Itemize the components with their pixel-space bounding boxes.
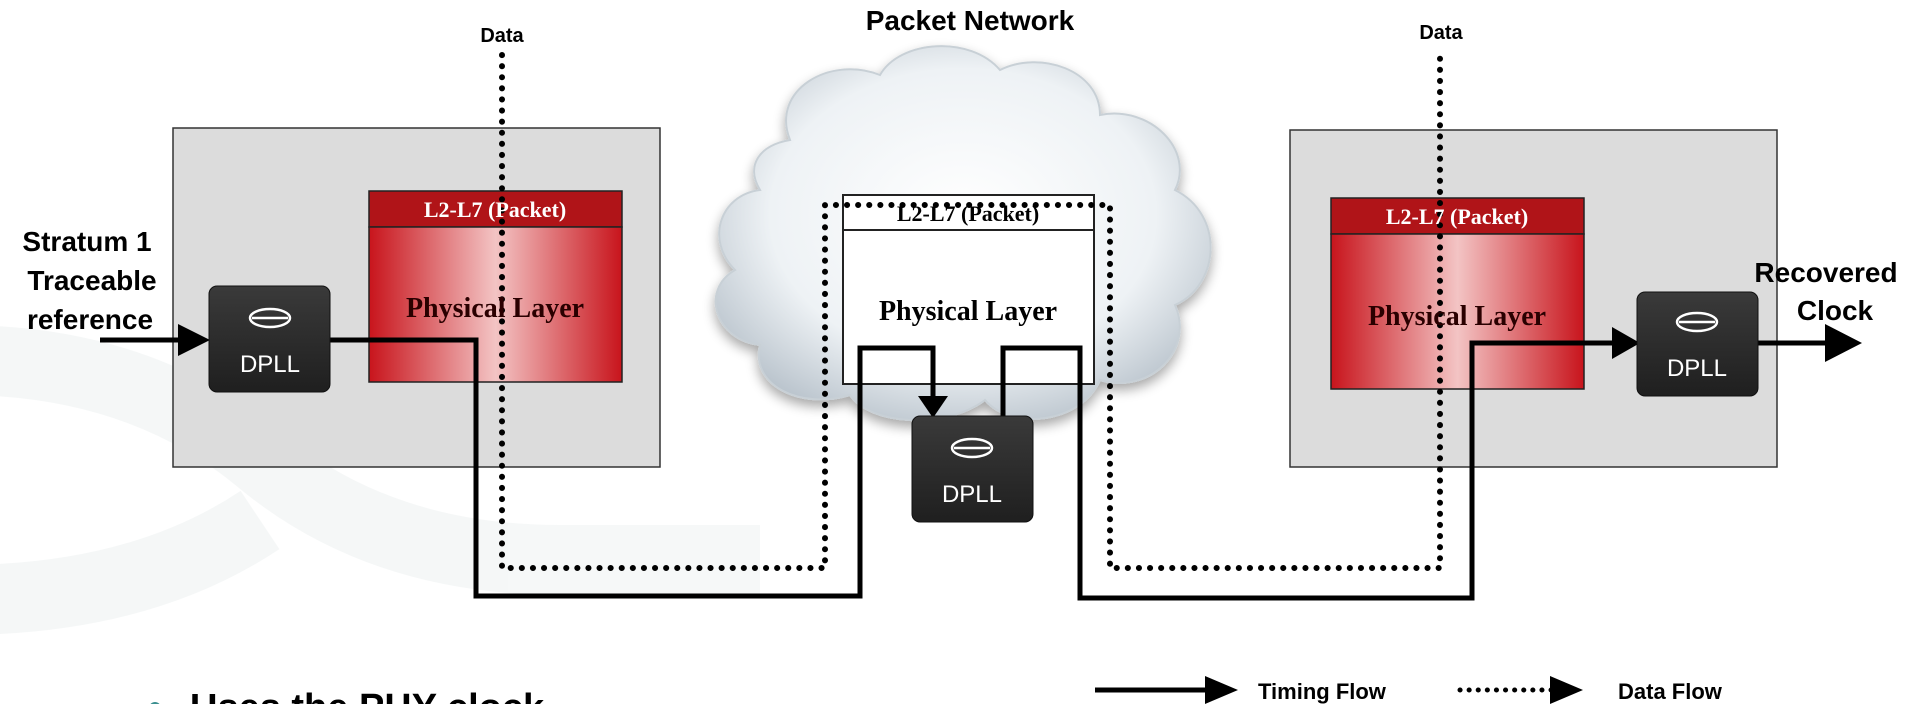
- left-dpll-chip: DPLL: [208, 285, 331, 393]
- input-reference-label: Stratum 1 Traceable reference: [22, 226, 156, 335]
- right-dpll-arrowhead: [1612, 327, 1640, 359]
- right-protocol-stack: [1330, 197, 1585, 390]
- svg-text:Recovered: Recovered: [1754, 257, 1897, 288]
- left-timing-path: [330, 337, 936, 599]
- right-data-label: Data: [1419, 22, 1463, 44]
- middle-physical-layer-label: Physical Layer: [879, 296, 1057, 327]
- right-packet-label: L2-L7 (Packet): [1386, 204, 1528, 229]
- middle-dpll-label: DPLL: [942, 481, 1002, 508]
- svg-text:reference: reference: [27, 304, 153, 335]
- legend: Timing Flow Data Flow: [1095, 676, 1723, 704]
- right-dpll-chip: DPLL: [1636, 291, 1759, 397]
- infinity-logo-icon: [950, 437, 994, 459]
- right-physical-layer-label: Physical Layer: [1368, 301, 1546, 332]
- packet-network-title: Packet Network: [866, 5, 1075, 36]
- left-data-flow-path: [499, 52, 1443, 571]
- left-physical-layer-label: Physical Layer: [406, 293, 584, 324]
- middle-physical-layer-box: [842, 229, 1095, 385]
- svg-text:Timing Flow: Timing Flow: [1258, 679, 1387, 704]
- middle-dpll-chip: DPLL: [911, 415, 1034, 523]
- timing-flow-paths: [100, 337, 1830, 601]
- left-protocol-stack: [368, 190, 623, 383]
- output-arrowhead: [1825, 324, 1862, 362]
- input-arrowhead: [178, 324, 210, 356]
- timing-arrowheads: [178, 324, 1862, 418]
- right-dpll-label: DPLL: [1667, 355, 1727, 382]
- right-timing-path: [1000, 340, 1615, 601]
- left-packet-label: L2-L7 (Packet): [424, 197, 566, 222]
- svg-text:Data Flow: Data Flow: [1618, 679, 1723, 704]
- bottom-heading: Uses the PHY clock: [150, 687, 545, 704]
- svg-text:Uses the PHY clock: Uses the PHY clock: [190, 687, 545, 704]
- legend-timing-flow: Timing Flow: [1095, 676, 1387, 704]
- middle-protocol-stack: [842, 194, 1095, 385]
- output-clock-label: Recovered Clock: [1754, 257, 1897, 326]
- left-dpll-label: DPLL: [240, 351, 300, 378]
- svg-text:Stratum 1: Stratum 1: [22, 226, 151, 257]
- svg-text:Clock: Clock: [1797, 295, 1874, 326]
- infinity-logo-icon: [248, 307, 292, 329]
- data-flow-paths: [499, 52, 1443, 571]
- middle-packet-label: L2-L7 (Packet): [897, 201, 1039, 226]
- infinity-logo-icon: [1675, 311, 1719, 333]
- right-physical-layer-box: [1330, 233, 1585, 390]
- left-physical-layer-box: [368, 226, 623, 383]
- svg-text:Traceable: Traceable: [27, 265, 156, 296]
- left-data-label: Data: [480, 25, 524, 47]
- legend-data-flow: Data Flow: [1457, 676, 1723, 704]
- middle-dpll-arrowhead: [918, 396, 948, 418]
